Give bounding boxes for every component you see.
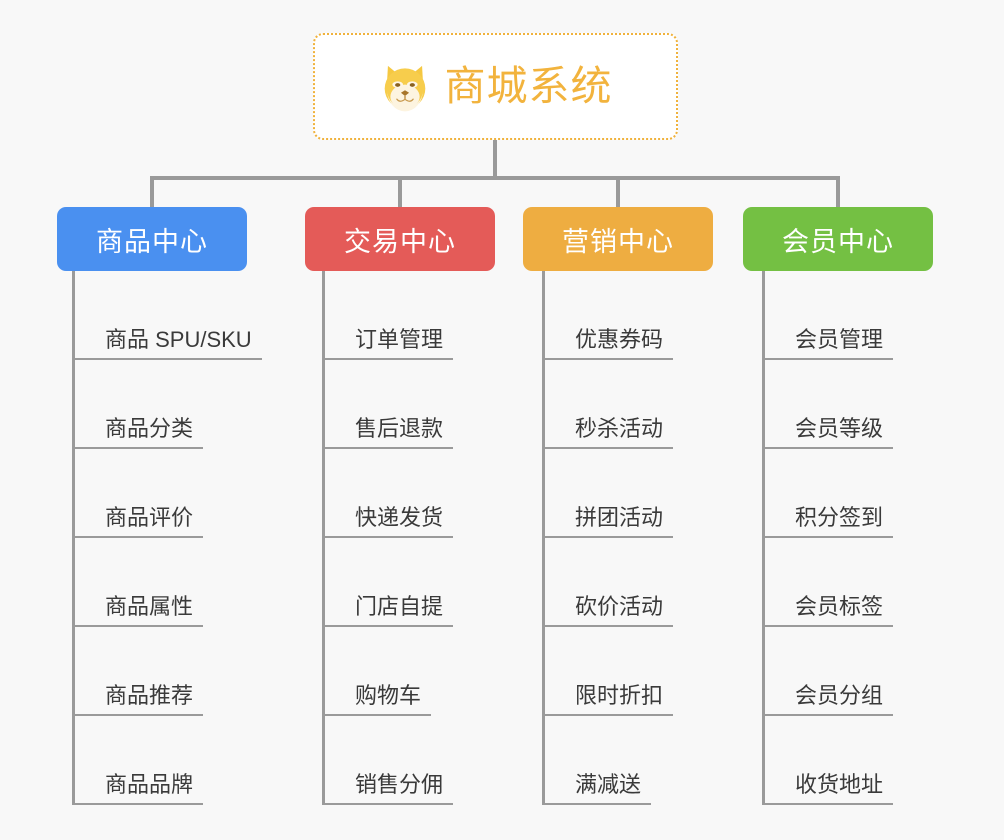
leaf-item-label: 满减送 <box>575 772 642 797</box>
leaf-item-label: 商品分类 <box>105 416 194 441</box>
connector-horizontal-bus <box>150 176 840 180</box>
root-title: 商城系统 <box>444 63 613 109</box>
connector-drop-3 <box>616 176 620 209</box>
leaf-item-underline <box>72 803 203 805</box>
leaf-item-underline <box>72 625 203 627</box>
leaf-item-underline <box>72 447 203 449</box>
leaf-item[interactable]: 快递发货 <box>322 449 453 538</box>
leaf-item-underline <box>762 447 893 449</box>
category-label-1: 商品中心 <box>96 226 208 257</box>
leaf-item-underline <box>322 803 453 805</box>
leaf-item-underline <box>542 447 673 449</box>
leaf-item[interactable]: 订单管理 <box>322 271 453 360</box>
category-box-3[interactable]: 营销中心 <box>523 207 713 271</box>
branch-column-1: 商品 SPU/SKU 商品分类商品评价商品属性商品推荐商品品牌 <box>72 271 262 805</box>
leaf-item-label: 门店自提 <box>355 594 444 619</box>
leaf-item[interactable]: 门店自提 <box>322 538 453 627</box>
leaf-item-underline <box>762 714 893 716</box>
leaf-item[interactable]: 秒杀活动 <box>542 360 673 449</box>
connector-drop-2 <box>398 176 402 209</box>
branch-spine <box>762 271 765 805</box>
leaf-item[interactable]: 商品属性 <box>72 538 252 627</box>
leaf-item-label: 商品属性 <box>105 594 194 619</box>
leaf-item-label: 销售分佣 <box>355 772 444 797</box>
branch-spine <box>542 271 545 805</box>
leaf-item[interactable]: 积分签到 <box>762 449 893 538</box>
leaf-item-label: 购物车 <box>355 683 422 708</box>
leaf-item-label: 商品推荐 <box>105 683 194 708</box>
leaf-item-underline <box>72 714 203 716</box>
branch-column-2: 订单管理售后退款快递发货门店自提购物车销售分佣 <box>322 271 453 805</box>
leaf-item-underline <box>322 536 453 538</box>
leaf-item-label: 会员分组 <box>795 683 884 708</box>
leaf-item[interactable]: 销售分佣 <box>322 716 453 805</box>
leaf-item-underline <box>322 625 453 627</box>
leaf-item-label: 限时折扣 <box>575 683 664 708</box>
category-box-2[interactable]: 交易中心 <box>305 207 495 271</box>
leaf-item-label: 商品品牌 <box>105 772 194 797</box>
category-label-4: 会员中心 <box>782 226 894 257</box>
category-label-3: 营销中心 <box>562 226 674 257</box>
leaf-item[interactable]: 商品评价 <box>72 449 252 538</box>
branch-column-3: 优惠券码秒杀活动拼团活动砍价活动限时折扣满减送 <box>542 271 673 805</box>
leaf-item-underline <box>322 358 453 360</box>
category-box-1[interactable]: 商品中心 <box>57 207 247 271</box>
leaf-item-label: 订单管理 <box>355 327 444 352</box>
leaf-item[interactable]: 满减送 <box>542 716 663 805</box>
leaf-item[interactable]: 会员分组 <box>762 627 893 716</box>
leaf-item[interactable]: 拼团活动 <box>542 449 673 538</box>
leaf-item[interactable]: 会员等级 <box>762 360 893 449</box>
leaf-item[interactable]: 会员管理 <box>762 271 893 360</box>
connector-drop-1 <box>150 176 154 209</box>
leaf-item-underline <box>542 714 673 716</box>
leaf-item[interactable]: 砍价活动 <box>542 538 673 627</box>
category-box-4[interactable]: 会员中心 <box>743 207 933 271</box>
leaf-item-underline <box>322 447 453 449</box>
leaf-item-underline <box>542 803 651 805</box>
leaf-item-underline <box>72 536 203 538</box>
leaf-item-label: 砍价活动 <box>575 594 664 619</box>
leaf-item[interactable]: 购物车 <box>322 627 443 716</box>
root-node[interactable]: 商城系统 <box>313 33 678 140</box>
connector-drop-4 <box>836 176 840 209</box>
leaf-item[interactable]: 会员标签 <box>762 538 893 627</box>
leaf-item-label: 会员标签 <box>795 594 884 619</box>
leaf-item[interactable]: 限时折扣 <box>542 627 673 716</box>
leaf-item-underline <box>72 358 262 360</box>
branch-spine <box>72 271 75 805</box>
category-label-2: 交易中心 <box>344 226 456 257</box>
leaf-item-label: 拼团活动 <box>575 505 664 530</box>
leaf-item-label: 收货地址 <box>795 772 884 797</box>
leaf-item-label: 商品评价 <box>105 505 194 530</box>
leaf-item-underline <box>762 358 893 360</box>
leaf-item-label: 优惠券码 <box>575 327 664 352</box>
leaf-item[interactable]: 售后退款 <box>322 360 453 449</box>
leaf-item-underline <box>542 536 673 538</box>
leaf-item-underline <box>542 358 673 360</box>
leaf-item-underline <box>762 536 893 538</box>
leaf-item-label: 会员管理 <box>795 327 884 352</box>
leaf-item[interactable]: 优惠券码 <box>542 271 673 360</box>
leaf-item-underline <box>762 803 893 805</box>
leaf-item[interactable]: 商品 SPU/SKU <box>72 271 262 360</box>
leaf-item-label: 会员等级 <box>795 416 884 441</box>
leaf-item[interactable]: 商品推荐 <box>72 627 252 716</box>
leaf-item-underline <box>542 625 673 627</box>
leaf-item-label: 售后退款 <box>355 416 444 441</box>
connector-root-stem <box>493 140 497 178</box>
leaf-item-label: 商品 SPU/SKU <box>105 327 252 352</box>
branch-spine <box>322 271 325 805</box>
leaf-item-label: 积分签到 <box>795 505 884 530</box>
branch-column-4: 会员管理会员等级积分签到会员标签会员分组收货地址 <box>762 271 893 805</box>
leaf-item-label: 秒杀活动 <box>575 416 664 441</box>
leaf-item-underline <box>762 625 893 627</box>
leaf-item[interactable]: 商品分类 <box>72 360 252 449</box>
leaf-item[interactable]: 收货地址 <box>762 716 893 805</box>
leaf-item-label: 快递发货 <box>355 505 444 530</box>
leaf-item[interactable]: 商品品牌 <box>72 716 252 805</box>
leaf-item-underline <box>322 714 431 716</box>
shiba-dog-icon <box>384 65 425 111</box>
